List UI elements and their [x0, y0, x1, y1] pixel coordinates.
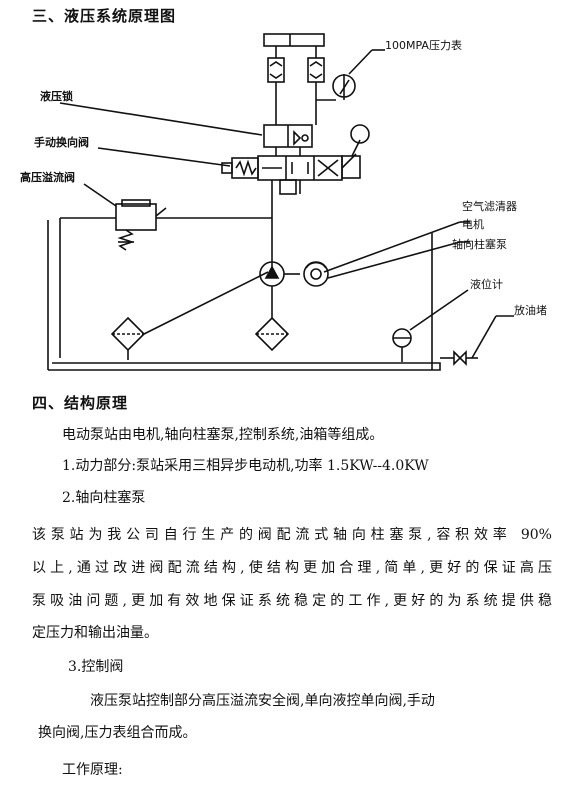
motor-icon	[284, 261, 329, 287]
manual-valve-label: 手动换向阀	[34, 135, 89, 149]
work-principle-heading: 工作原理:	[62, 762, 123, 778]
section-3-heading: 三、液压系统原理图	[32, 7, 177, 25]
hydraulic-lock-valve	[263, 124, 313, 148]
pump-paragraph-line-4: 定压力和输出油量。	[32, 625, 158, 641]
pump-paragraph-line-2: 以上,通过改进阀配流结构,使结构更加合理,简单,更好的保证高压	[32, 560, 552, 576]
hydraulic-cylinder	[263, 33, 325, 58]
gauge-label: 100MPA压力表	[385, 38, 462, 52]
section-4-heading: 四、结构原理	[32, 394, 129, 412]
motor-label: 电机	[462, 217, 484, 231]
pump-paragraph-line-1: 该泵站为我公司自行生产的阀配流式轴向柱塞泵,容积效率 90%	[32, 527, 552, 543]
level-gauge-label: 液位计	[470, 277, 503, 291]
control-paragraph-line-2: 换向阀,压力表组合而成。	[38, 725, 197, 741]
air-filter-icon	[110, 316, 146, 360]
piston-pump-label: 轴向柱塞泵	[452, 237, 507, 251]
hydraulic-schematic-diagram: 100MPA压力表 液压锁	[20, 33, 547, 371]
oil-tank	[47, 220, 441, 371]
quick-coupler-left	[267, 57, 285, 83]
power-section-item: 1.动力部分:泵站采用三相异步电动机,功率 1.5KW--4.0KW	[62, 458, 429, 474]
relief-valve	[115, 199, 167, 251]
control-valve-heading: 3.控制阀	[68, 659, 124, 675]
pump-paragraph-line-3: 泵吸油问题,更加有效地保证系统稳定的工作,更好的为系统提供稳	[32, 593, 552, 609]
relief-valve-label: 高压溢流阀	[20, 170, 75, 184]
pump-section-heading: 2.轴向柱塞泵	[62, 490, 146, 506]
pressure-gauge-icon	[316, 49, 385, 101]
piston-pump-icon	[259, 261, 285, 318]
air-filter-label: 空气滤清器	[462, 199, 517, 213]
manual-directional-valve	[221, 124, 370, 195]
control-paragraph-line-1: 液压泵站控制部分高压溢流安全阀,单向液控单向阀,手动	[90, 693, 435, 709]
intro-paragraph: 电动泵站由电机,轴向柱塞泵,控制系统,油箱等组成。	[62, 427, 384, 443]
quick-coupler-right	[307, 57, 325, 83]
level-gauge-icon	[392, 328, 412, 362]
hydraulic-lock-label: 液压锁	[40, 89, 73, 103]
suction-filter-icon	[254, 316, 290, 352]
drain-plug-label: 放油堵	[514, 303, 547, 317]
